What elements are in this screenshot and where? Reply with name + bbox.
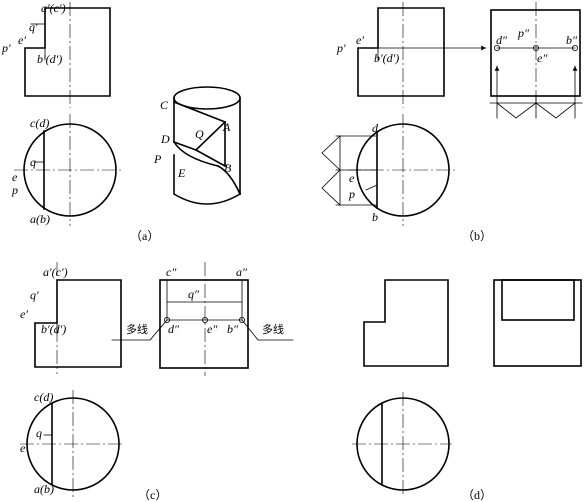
a-front-label-ac: a′(c′) <box>41 1 66 15</box>
b-side-label-e: e″ <box>537 51 548 65</box>
a-front-label-e: e′ <box>18 33 26 47</box>
c-top-label-cd: c(d) <box>34 390 53 404</box>
a-solid-label-Q: Q <box>195 127 204 141</box>
a-solid-label-E: E <box>177 166 186 180</box>
b-front-label-p: p′ <box>336 41 346 55</box>
a-front-label-p: p′ <box>1 41 11 55</box>
c-side-label-a: a″ <box>236 265 248 279</box>
a-top-label-e: e <box>12 170 18 184</box>
panel-b: p′ e′ b′(d′) d″ p″ e″ b″ <box>321 2 583 243</box>
b-side-view: d″ p″ e″ b″ <box>489 2 583 119</box>
c-side-label-d: d″ <box>168 322 180 336</box>
c-top-view: c(d) q e a(b) <box>20 390 123 500</box>
a-top-label-cd: c(d) <box>30 116 49 130</box>
b-top-label-d: d <box>372 121 379 135</box>
b-front-label-bd: b′(d′) <box>374 51 399 65</box>
c-top-label-ab: a(b) <box>34 482 54 496</box>
a-solid-label-D: D <box>160 132 170 146</box>
b-side-label-d: d″ <box>496 33 508 47</box>
c-side-label-b: b″ <box>227 322 239 336</box>
a-solid-label-P: P <box>153 152 162 166</box>
c-front-view: a′(c′) q′ e′ b′(d′) <box>20 262 122 374</box>
b-top-view: d e p b <box>321 114 456 226</box>
a-cut-cylinder-solid: C A Q D P E B <box>153 86 242 205</box>
c-side-point-b <box>238 316 245 323</box>
b-front-label-e: e′ <box>356 33 364 47</box>
c-side-label-q: q″ <box>188 287 200 301</box>
c-side-point-d <box>163 316 170 323</box>
a-solid-label-A: A <box>222 120 231 134</box>
c-extra-line-label-right: 多线 <box>262 322 284 336</box>
c-top-label-q: q <box>36 426 42 440</box>
a-top-view: c(d) q e p a(b) <box>11 114 122 226</box>
panel-a: a′(c′) q′ e′ p′ b′(d′) c(d) q e p a(b) <box>1 1 242 243</box>
caption-a: （a） <box>130 229 159 243</box>
c-side-label-e: e″ <box>207 322 218 336</box>
a-front-label-q: q′ <box>29 20 38 34</box>
d-front-view <box>363 279 449 367</box>
a-top-label-q: q <box>30 155 36 169</box>
c-top-label-e: e <box>20 441 26 455</box>
d-top-view <box>352 392 452 496</box>
a-top-label-ab: a(b) <box>30 212 50 226</box>
b-top-label-p: p <box>348 187 355 201</box>
panel-d: （d） <box>352 279 582 502</box>
a-solid-label-C: C <box>160 98 169 112</box>
c-front-label-ac: a′(c′) <box>43 265 68 279</box>
b-side-label-b: b″ <box>566 33 578 47</box>
c-side-point-e <box>201 316 208 323</box>
c-side-view: c″ a″ q″ d″ e″ b″ 多线 多线 <box>111 262 294 376</box>
b-side-point-d <box>493 45 500 52</box>
a-solid-label-B: B <box>224 161 232 175</box>
b-side-point-e <box>533 45 540 52</box>
caption-d: （d） <box>462 488 492 502</box>
b-side-point-b <box>572 45 579 52</box>
panel-c: a′(c′) q′ e′ b′(d′) c″ a″ q″ d″ e″ b″ <box>20 262 294 502</box>
c-front-label-q: q′ <box>30 288 39 302</box>
a-top-label-p: p <box>11 183 18 197</box>
b-top-label-e: e <box>349 171 355 185</box>
c-extra-line-label-left: 多线 <box>126 322 148 336</box>
caption-c: （c） <box>138 488 167 502</box>
a-front-label-bd: b′(d′) <box>37 52 62 66</box>
caption-b: （b） <box>462 229 492 243</box>
d-side-view <box>493 279 582 367</box>
a-front-view: a′(c′) q′ e′ p′ b′(d′) <box>1 1 111 108</box>
c-front-label-e: e′ <box>20 307 28 321</box>
c-front-label-bd: b′(d′) <box>41 322 66 336</box>
b-side-label-p: p″ <box>517 26 530 40</box>
b-front-view: p′ e′ b′(d′) <box>336 2 445 108</box>
c-side-label-c: c″ <box>166 265 177 279</box>
b-top-label-b: b <box>372 210 378 224</box>
